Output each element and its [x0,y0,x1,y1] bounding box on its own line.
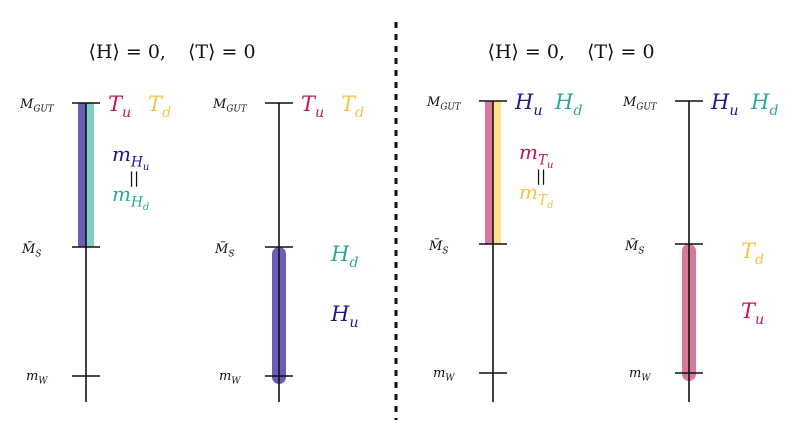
mass-bot-label: mTd [519,180,553,211]
top-label: Td [148,92,171,121]
mid-label: Hu [330,302,359,331]
susy-scale-label: M̃S [21,241,41,260]
weak-scale-label: mW [433,366,455,384]
mass-bot-label: mHd [112,182,149,213]
mass-bar [485,101,493,244]
weak-scale-label: mW [26,369,48,387]
mass-equal-sign: || [536,167,546,185]
susy-scale-label: M̃S [624,238,644,257]
weak-scale-label: mW [629,366,651,384]
mass-bar [493,101,501,244]
mass-top-label: mHu [112,142,149,173]
mass-bar [86,103,94,247]
mid-label: Td [741,239,764,268]
panel-header: ⟨H⟩ = 0,⟨T⟩ = 0 [487,41,654,63]
gut-scale-label: MGUT [622,95,658,113]
scale-column: MGUT M̃S mW Tu Td mHu||mHd [19,92,171,402]
top-label: Td [341,92,364,121]
top-label: Hu [710,90,739,119]
top-label: Hu [514,90,543,119]
top-label: Tu [108,92,131,121]
gut-scale-label: MGUT [212,97,248,115]
top-label: Hd [750,90,778,119]
gut-scale-label: MGUT [19,97,55,115]
susy-scale-label: M̃S [214,241,234,260]
top-label: Hd [554,90,582,119]
panel-header: ⟨H⟩ = 0,⟨T⟩ = 0 [88,41,255,63]
mid-label: Hd [330,242,358,271]
mass-top-label: mTu [519,140,554,171]
mass-equal-sign: || [129,169,139,187]
gut-scale-label: MGUT [426,95,462,113]
top-label: Tu [301,92,324,121]
mid-label: Tu [741,299,764,328]
mass-bar [78,103,86,247]
weak-scale-label: mW [219,369,241,387]
susy-scale-label: M̃S [428,238,448,257]
